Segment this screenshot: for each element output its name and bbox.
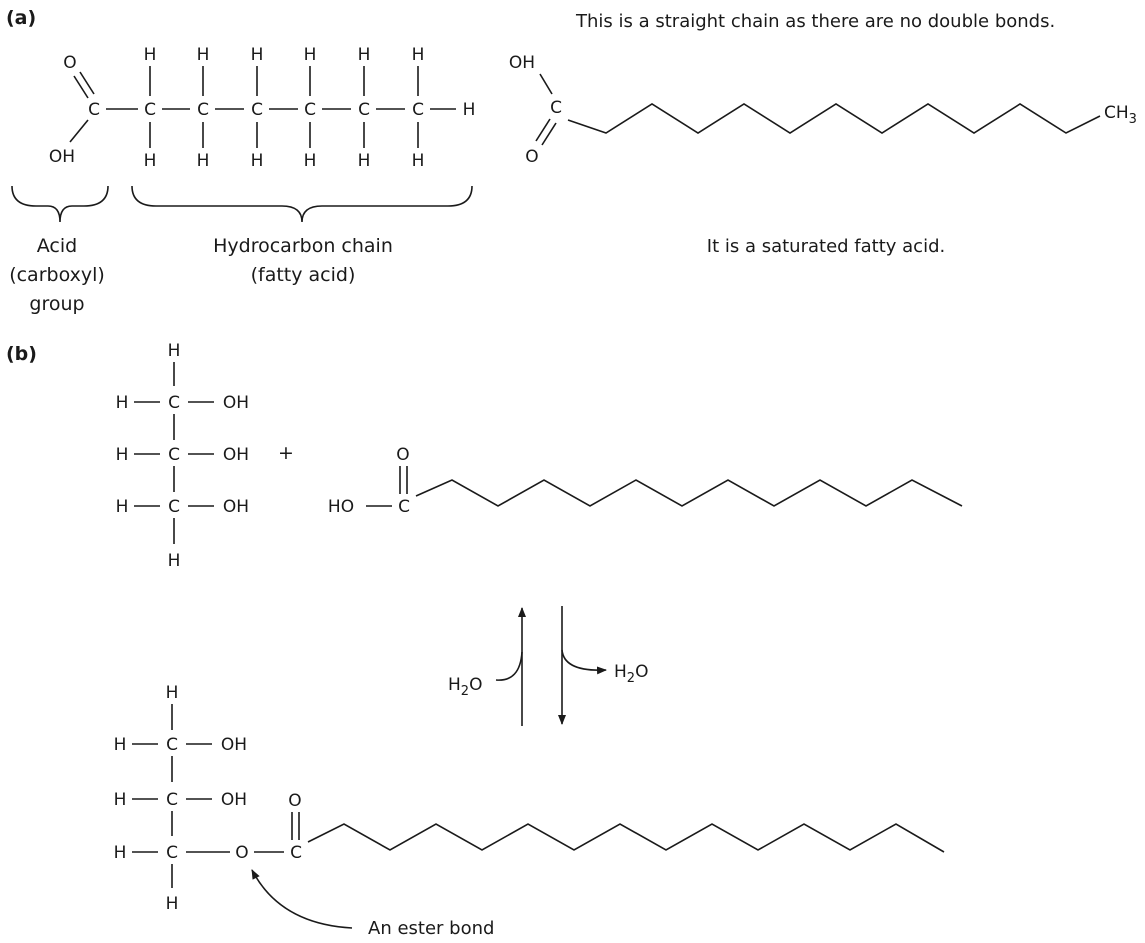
ester-bond-label: An ester bond (368, 918, 494, 939)
hydrogen-atom: H (251, 151, 264, 171)
straight-chain-note: This is a straight chain as there are no… (575, 11, 1055, 32)
carboxyl-carbon: C (88, 100, 100, 120)
hydroxyl-group: OH (221, 735, 247, 755)
svg-text:Acid: Acid (37, 235, 77, 257)
chain-carbon: C (144, 100, 156, 120)
hydrocarbon-chain-brace (131, 185, 473, 223)
panel-a-label: (a) (6, 7, 36, 29)
hydroxyl-group: OH (509, 53, 535, 73)
svg-text:Hydrocarbon chain: Hydrocarbon chain (213, 235, 393, 257)
plus-sign: + (278, 442, 294, 464)
hydrogen-atom: H (197, 45, 210, 65)
ester-bond-pointer-arrow (251, 869, 353, 929)
water-product: H2O (614, 662, 648, 686)
hydrogen-atom: H (114, 843, 127, 863)
reversible-reaction-arrows: H2O H2O (448, 606, 648, 726)
ester-oxygen: O (235, 843, 248, 863)
hydrogen-atom: H (358, 45, 371, 65)
carbonyl-oxygen: O (288, 791, 301, 811)
chain-carbon: C (358, 100, 370, 120)
glycerol-carbon: C (166, 790, 178, 810)
carboxyl-carbon: C (550, 98, 562, 118)
methyl-group: CH3 (1104, 103, 1137, 127)
monoglyceride-product: H H C OH H C OH H C O H O C (114, 683, 945, 914)
glycerol-carbon: C (166, 735, 178, 755)
hydrocarbon-zigzag (307, 823, 945, 853)
hydrogen-atom: H (412, 45, 425, 65)
water-out-curve (561, 649, 607, 675)
hydrogen-atom: H (116, 393, 129, 413)
glycerol-carbon: C (168, 445, 180, 465)
svg-text:(carboxyl): (carboxyl) (9, 264, 105, 286)
fatty-acid-reactant: O HO C (328, 445, 963, 517)
hydroxyl-group: OH (223, 445, 249, 465)
hydrogen-atom: H (197, 151, 210, 171)
hydrogen-atom: H (116, 445, 129, 465)
water-in-curve (495, 651, 523, 681)
hydrocarbon-zigzag (415, 479, 963, 507)
hydrogen-atom: H (304, 45, 317, 65)
fatty-acid-structural-formula: O C OH H C H H C H H C H H C H (49, 45, 475, 171)
hydrogen-atom: H (114, 790, 127, 810)
hydroxyl-group: HO (328, 497, 354, 517)
glycerol-molecule: H H C OH H C OH H C OH H (116, 341, 249, 571)
hydrogen-atom: H (358, 151, 371, 171)
hydrogen-atom: H (144, 151, 157, 171)
hydrogen-atom: H (166, 894, 179, 914)
saturated-note: It is a saturated fatty acid. (707, 236, 945, 257)
water-reactant: H2O (448, 675, 482, 699)
hydrogen-atom: H (168, 341, 181, 361)
chain-carbon: C (251, 100, 263, 120)
hydrogen-atom: H (412, 151, 425, 171)
acid-group-label: Acid (carboxyl) group (9, 235, 105, 315)
hydrogen-atom: H (114, 735, 127, 755)
chain-carbon: C (197, 100, 209, 120)
terminal-hydrogen: H (463, 100, 476, 120)
skeletal-fatty-acid: OH C O CH3 (509, 53, 1137, 167)
hydrogen-atom: H (144, 45, 157, 65)
svg-text:(fatty acid): (fatty acid) (251, 264, 356, 286)
carbonyl-oxygen: O (396, 445, 409, 465)
chain-carbon: C (304, 100, 316, 120)
hydrocarbon-zigzag (567, 103, 1101, 134)
hydrogen-atom: H (166, 683, 179, 703)
glycerol-carbon: C (168, 393, 180, 413)
panel-b-label: (b) (6, 343, 37, 365)
hydroxyl-group: OH (221, 790, 247, 810)
chain-carbon: C (412, 100, 424, 120)
hydroxyl-group: OH (49, 147, 75, 167)
carbonyl-oxygen: O (63, 53, 76, 73)
hydroxyl-group: OH (223, 393, 249, 413)
ester-carbon: C (290, 843, 302, 863)
carbonyl-oxygen: O (525, 147, 538, 167)
carboxyl-carbon: C (398, 497, 410, 517)
hydrogen-atom: H (251, 45, 264, 65)
acid-group-brace (11, 185, 109, 223)
hydrogen-atom: H (168, 551, 181, 571)
hydrocarbon-chain-label: Hydrocarbon chain (fatty acid) (213, 235, 393, 286)
glycerol-carbon: C (166, 843, 178, 863)
svg-text:group: group (29, 293, 84, 315)
glycerol-carbon: C (168, 497, 180, 517)
hydroxyl-group: OH (223, 497, 249, 517)
hydrogen-atom: H (304, 151, 317, 171)
hydrogen-atom: H (116, 497, 129, 517)
